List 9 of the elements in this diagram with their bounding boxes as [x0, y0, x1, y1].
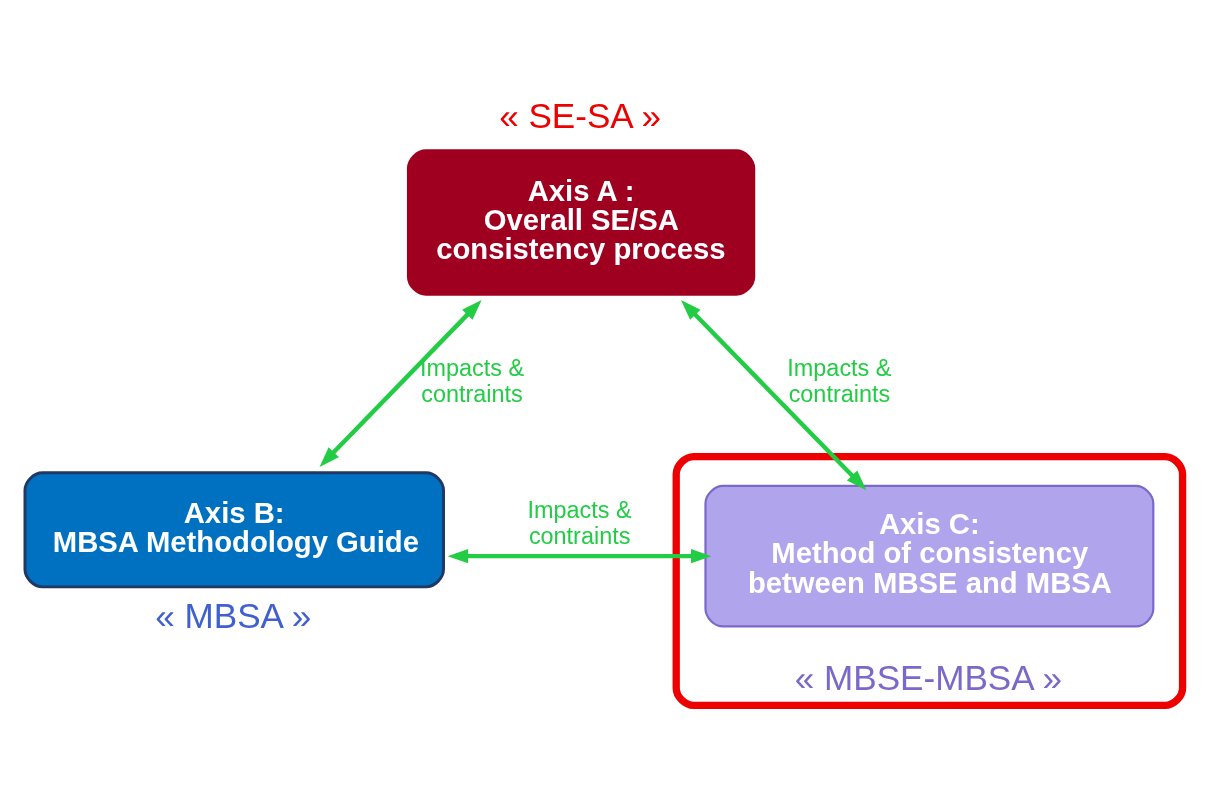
edge-label: Impacts & contraints: [420, 354, 525, 407]
node-box: Axis C: Method of consistency between MBSE and MBSA: [704, 484, 1155, 627]
node-label: « MBSA »: [155, 595, 312, 635]
edge-label: Impacts & contraints: [787, 354, 892, 407]
node-label: « SE-SA »: [499, 95, 662, 135]
arrow: [319, 299, 482, 467]
edge-label: Impacts & contraints: [527, 496, 632, 549]
arrow: [447, 548, 712, 563]
arrow: [680, 299, 867, 490]
